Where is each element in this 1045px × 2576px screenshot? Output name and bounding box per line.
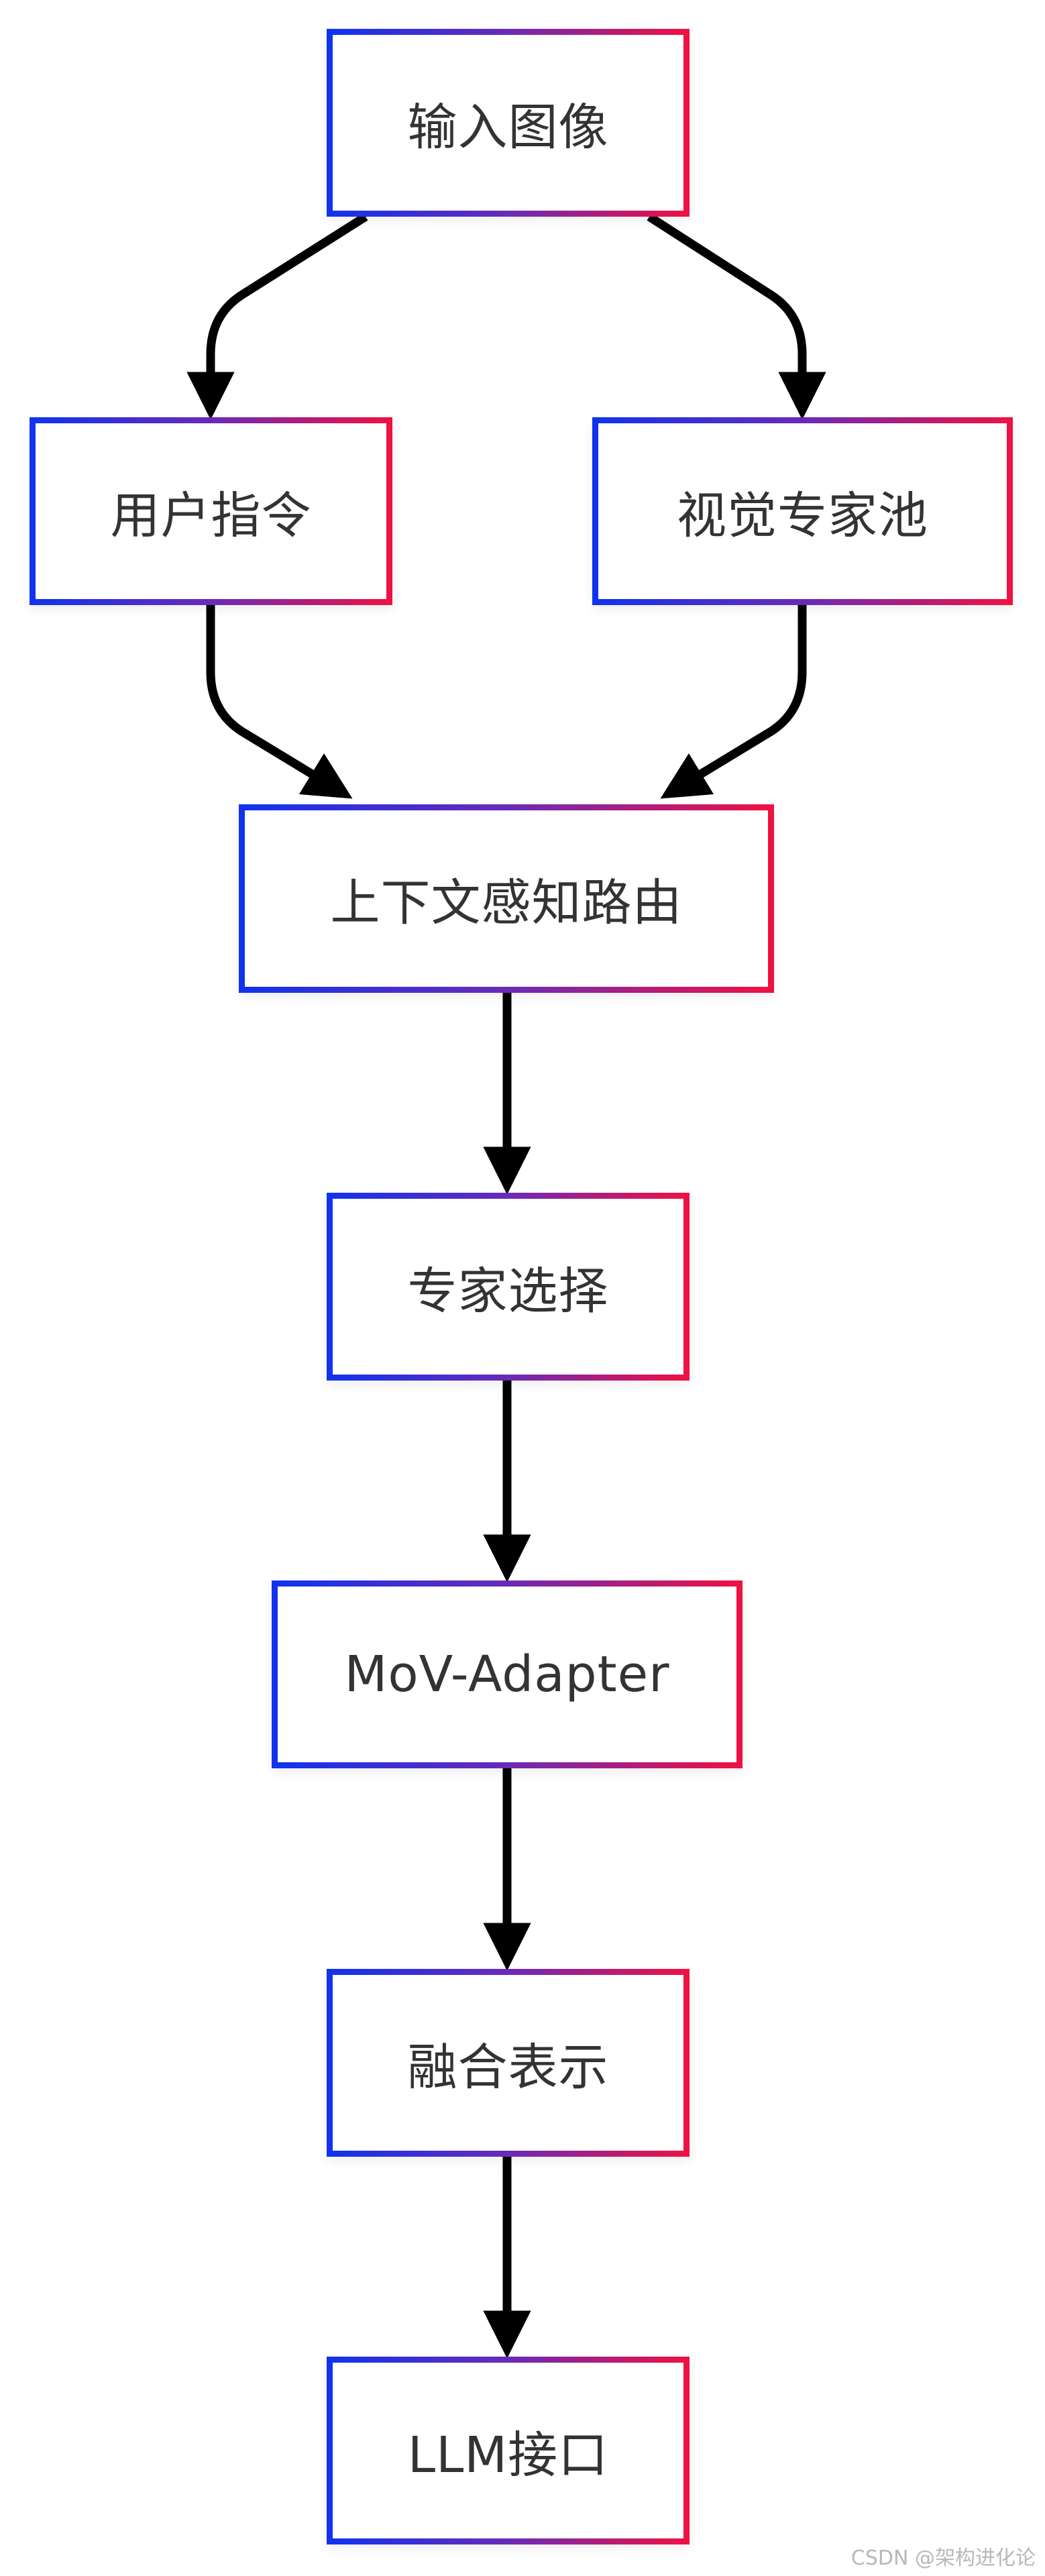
node-user-instruction: 用户指令 [30, 417, 392, 605]
watermark: CSDN @架构进化论 [850, 2546, 1036, 2570]
node-label: 上下文感知路由 [330, 874, 683, 932]
node-input-image: 输入图像 [327, 29, 690, 217]
node-llm-interface: LLM接口 [327, 2357, 690, 2544]
edge-instruction-to-routing [206, 605, 353, 799]
node-label: 融合表示 [407, 2038, 609, 2096]
node-context-aware-routing: 上下文感知路由 [239, 804, 774, 993]
node-label: LLM接口 [407, 2426, 609, 2484]
node-label: 视觉专家池 [677, 486, 928, 545]
node-label: 输入图像 [407, 98, 609, 156]
node-label: 专家选择 [407, 1262, 609, 1320]
node-mov-adapter: MoV-Adapter [272, 1580, 742, 1768]
edge-input-to-instruction [186, 213, 368, 420]
edge-input-to-expert-pool [647, 213, 826, 420]
node-label: MoV-Adapter [344, 1646, 670, 1703]
edge-expert-pool-to-routing [660, 605, 807, 799]
node-expert-selection: 专家选择 [327, 1193, 690, 1381]
node-label: 用户指令 [110, 486, 312, 545]
node-visual-expert-pool: 视觉专家池 [592, 417, 1013, 605]
node-fused-representation: 融合表示 [327, 1969, 690, 2157]
